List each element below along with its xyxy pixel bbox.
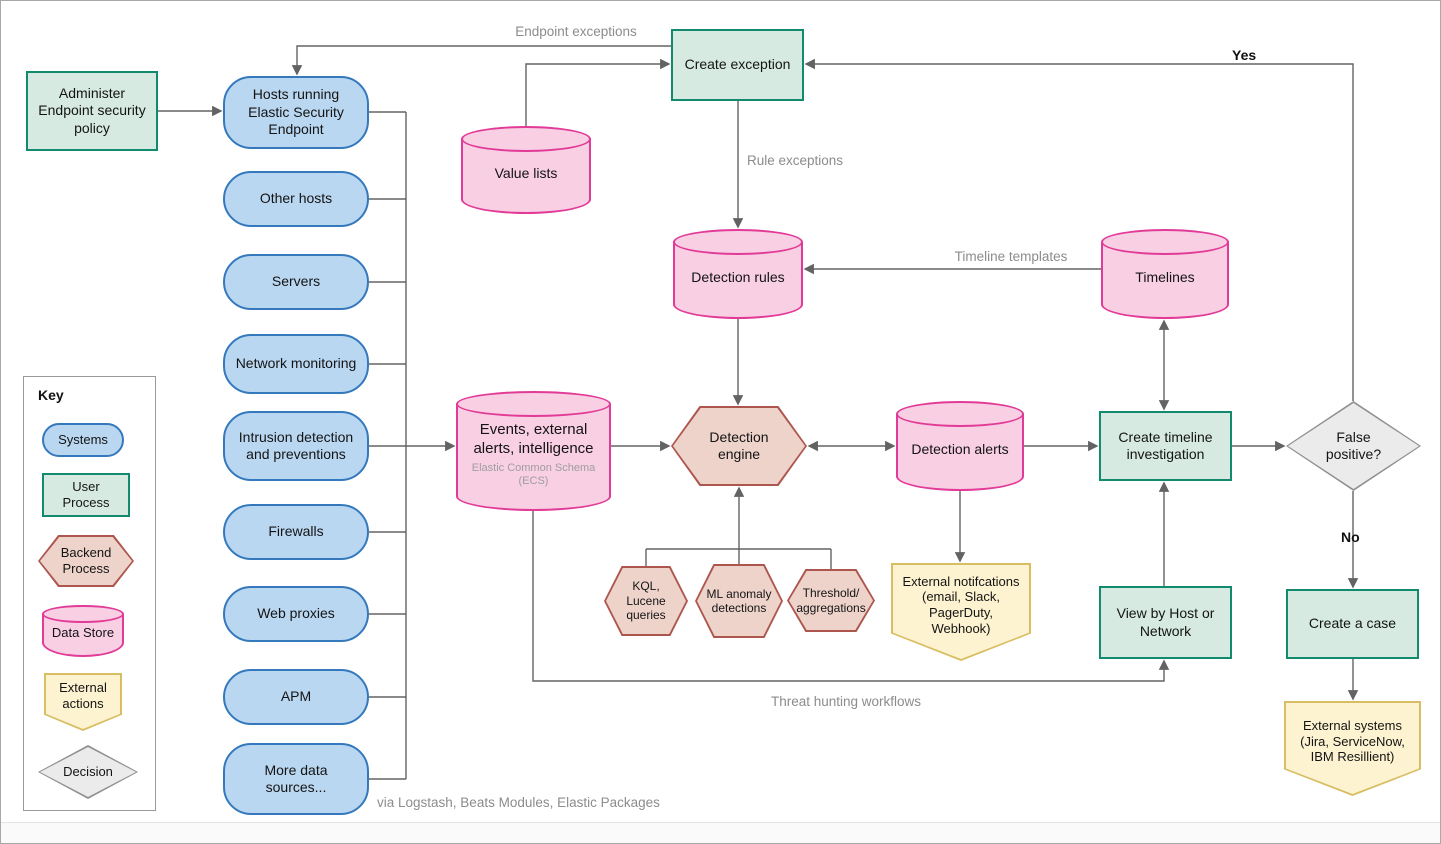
node-network-monitoring: Network monitoring	[223, 334, 369, 394]
cylinder-top-ellipse	[456, 391, 611, 417]
node-kql-lucene: KQL, Lucene queries	[604, 566, 688, 636]
node-label: Intrusion detection and preventions	[238, 428, 354, 463]
hexagon-fill	[789, 571, 873, 630]
node-more-data-sources: More data sources...	[223, 743, 369, 815]
node-create-case: Create a case	[1286, 589, 1419, 659]
node-detection-engine: Detection engine	[671, 406, 807, 486]
node-label: Administer Endpoint security policy	[38, 84, 146, 136]
node-label: Create timeline investigation	[1118, 428, 1213, 463]
node-threshold-aggregations: Threshold/ aggregations	[787, 569, 875, 632]
node-web-proxies: Web proxies	[223, 586, 369, 642]
cylinder-top-ellipse	[461, 126, 591, 152]
edge-label-threat-hunting: Threat hunting workflows	[770, 694, 922, 709]
cylinder-body	[456, 404, 611, 511]
node-label: Network monitoring	[235, 355, 357, 372]
edge-label-via-logstash: via Logstash, Beats Modules, Elastic Pac…	[377, 795, 660, 810]
node-label: False positive?	[1325, 429, 1382, 462]
legend-user-process: User Process	[42, 473, 130, 517]
node-label: Create a case	[1308, 615, 1397, 632]
legend-external-actions: External actions	[44, 673, 122, 731]
edge-label-no: No	[1341, 529, 1360, 545]
node-apm: APM	[223, 669, 369, 725]
node-create-timeline: Create timeline investigation	[1099, 411, 1232, 481]
node-detection-rules: Detection rules	[673, 229, 803, 319]
node-label: Firewalls	[268, 523, 324, 540]
canvas-bottom-gutter	[1, 822, 1440, 843]
edge-hexagons-connector	[645, 548, 832, 569]
node-label: External notifcations (email, Slack, Pag…	[902, 573, 1020, 636]
edge-threat-hunting	[532, 511, 1170, 682]
node-create-exception: Create exception	[671, 29, 804, 101]
edge-label-rule-exceptions: Rule exceptions	[747, 153, 844, 168]
node-servers: Servers	[223, 254, 369, 310]
node-label: Detection alerts	[911, 441, 1009, 458]
legend-title: Key	[38, 387, 64, 403]
node-sublabel: Elastic Common Schema (ECS)	[471, 461, 596, 488]
cylinder-top-ellipse	[1101, 229, 1229, 255]
node-detection-alerts: Detection alerts	[896, 401, 1024, 491]
legend-label: Data Store	[51, 624, 115, 640]
node-label: APM	[280, 688, 312, 705]
legend-label: External actions	[59, 680, 107, 711]
edge-label-endpoint-exceptions: Endpoint exceptions	[515, 24, 637, 39]
hexagon-fill	[606, 568, 686, 634]
node-other-hosts: Other hosts	[223, 171, 369, 227]
hexagon-fill	[673, 408, 805, 484]
node-label: ML anomaly detections	[706, 586, 772, 615]
legend-decision: Decision	[38, 745, 138, 799]
legend-backend-process: Backend Process	[38, 535, 134, 587]
legend-systems: Systems	[42, 423, 124, 457]
legend-label: Decision	[63, 764, 113, 780]
node-intrusion-detection: Intrusion detection and preventions	[223, 411, 369, 481]
node-label: Servers	[271, 273, 321, 290]
node-firewalls: Firewalls	[223, 504, 369, 560]
node-label: Detection rules	[691, 269, 785, 286]
node-ml-anomaly: ML anomaly detections	[695, 564, 783, 638]
node-events-store: Events, external alerts, intelligence El…	[456, 391, 611, 511]
edge-label-timeline-templates: Timeline templates	[954, 249, 1068, 264]
legend: Key Systems User Process Backend Process…	[23, 376, 156, 811]
node-label: KQL, Lucene queries	[626, 579, 666, 623]
node-label: Web proxies	[257, 605, 335, 622]
node-label: Create exception	[684, 56, 791, 73]
node-label: View by Host or Network	[1116, 605, 1215, 639]
node-external-notifications: External notifcations (email, Slack, Pag…	[891, 563, 1031, 661]
node-label: Detection engine	[709, 429, 769, 462]
node-label: Events, external alerts, intelligence	[473, 421, 594, 457]
edge-value-lists-to-create-exception	[525, 58, 671, 126]
node-label: Value lists	[494, 165, 558, 182]
node-administer-policy: Administer Endpoint security policy	[26, 71, 158, 151]
node-external-systems: External systems (Jira, ServiceNow, IBM …	[1284, 701, 1421, 796]
legend-data-store: Data Store	[42, 605, 124, 657]
node-value-lists: Value lists	[461, 126, 591, 214]
edge-endpoint-exceptions	[291, 45, 671, 76]
hexagon-fill	[697, 566, 781, 636]
node-label: Threshold/ aggregations	[796, 586, 866, 615]
node-label: External systems (Jira, ServiceNow, IBM …	[1300, 718, 1405, 765]
edge-label-yes: Yes	[1232, 47, 1257, 63]
node-false-positive: False positive?	[1286, 401, 1421, 491]
cylinder-top-ellipse	[673, 229, 803, 255]
legend-label: Systems	[58, 431, 108, 447]
legend-label: User Process	[62, 478, 110, 510]
cylinder-top-ellipse	[896, 401, 1024, 427]
node-label: More data sources...	[264, 761, 328, 796]
hexagon-fill	[40, 537, 132, 585]
edge-yes	[804, 58, 1354, 401]
legend-label: Backend Process	[60, 545, 112, 576]
node-label: Other hosts	[259, 190, 333, 207]
cylinder-top-ellipse	[42, 605, 124, 623]
node-timelines: Timelines	[1101, 229, 1229, 319]
node-label: Timelines	[1135, 269, 1195, 286]
node-view-by-host: View by Host or Network	[1099, 586, 1232, 659]
node-hosts-endpoint: Hosts running Elastic Security Endpoint	[223, 76, 369, 149]
node-label: Hosts running Elastic Security Endpoint	[248, 86, 344, 138]
